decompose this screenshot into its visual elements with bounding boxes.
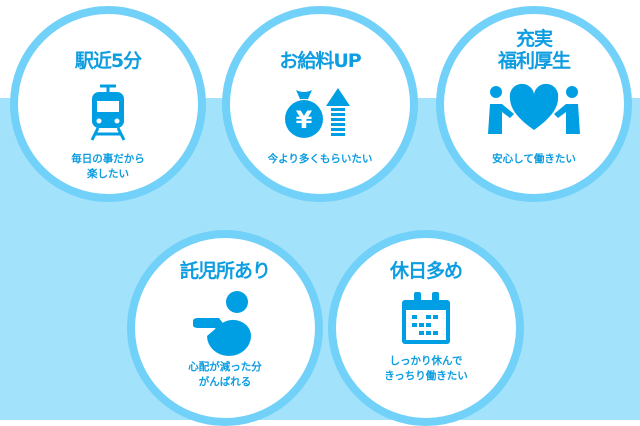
people-heart-icon — [486, 82, 582, 138]
feature-daycare: 託児所あり 心配が減った分がんばれる — [127, 230, 323, 426]
calendar-icon — [400, 292, 452, 346]
feature-welfare: 充実福利厚生 安心して働きたい — [436, 6, 632, 202]
feature-title: 休日多め — [389, 260, 463, 282]
subtitle-line: きっちり働きたい — [384, 370, 468, 382]
feature-title: 駅近5分 — [74, 50, 142, 72]
train-icon — [88, 84, 128, 142]
feature-title: 充実福利厚生 — [497, 28, 571, 72]
feature-subtitle: 毎日の事だから楽したい — [71, 152, 145, 182]
subtitle-line: 安心して働きたい — [492, 153, 576, 165]
feature-subtitle: 心配が減った分がんばれる — [188, 360, 262, 390]
title-line: 福利厚生 — [497, 50, 571, 72]
feature-subtitle: 今より多くもらいたい — [268, 152, 373, 167]
subtitle-line: 心配が減った分 — [188, 361, 262, 373]
feature-station-near: 駅近5分 毎日の事だから楽したい — [10, 6, 206, 202]
feature-title: 託児所あり — [179, 260, 271, 282]
svg-text:¥: ¥ — [296, 106, 313, 134]
yen-bag-up-icon: ¥ — [282, 86, 358, 140]
feature-salary-up: お給料UP ¥ 今より多くもらいたい — [222, 6, 418, 202]
feature-subtitle: しっかり休んできっちり働きたい — [384, 354, 468, 384]
title-line: 充実 — [515, 28, 553, 50]
feature-holidays: 休日多め しっかり休んできっちり働きたい — [328, 230, 524, 426]
subtitle-line: しっかり休んで — [389, 355, 463, 367]
baby-icon — [193, 290, 257, 356]
feature-subtitle: 安心して働きたい — [492, 152, 576, 167]
subtitle-line: 楽したい — [87, 168, 129, 180]
subtitle-line: 今より多くもらいたい — [267, 153, 373, 165]
subtitle-line: 毎日の事だから — [71, 153, 145, 165]
subtitle-line: がんばれる — [198, 376, 252, 388]
feature-title: お給料UP — [279, 50, 361, 72]
